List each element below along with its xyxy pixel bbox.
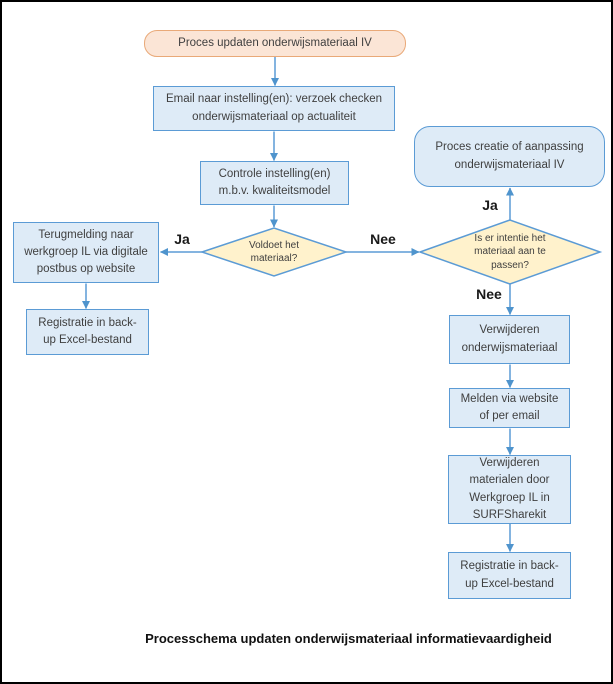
registratie-rechts-node: Registratie in back- up Excel-bestand [448, 552, 571, 599]
decision-diamond-voldoet [199, 227, 349, 277]
email-node: Email naar instelling(en): verzoek check… [153, 86, 395, 131]
ja-left-label: Ja [174, 231, 190, 247]
proces-creatie-node: Proces creatie of aanpassing onderwijsma… [414, 126, 605, 187]
decision-diamond-intentie [417, 219, 603, 285]
nee-middle-label: Nee [370, 231, 396, 247]
nee-right-label: Nee [476, 286, 502, 302]
melden-node: Melden via website of per email [449, 388, 570, 428]
registratie-links-node: Registratie in back- up Excel-bestand [26, 309, 149, 355]
decision-voldoet-label: Voldoet het materiaal? [248, 239, 300, 265]
diagram-title: Processchema updaten onderwijsmateriaal … [145, 631, 552, 646]
decision-intentie-label: Is er intentie het materiaal aan te pass… [474, 232, 546, 271]
verwijderen-node: Verwijderen onderwijsmateriaal [449, 315, 570, 364]
verwijderen-werkgroep-node: Verwijderen materialen door Werkgroep IL… [448, 455, 571, 524]
controle-node: Controle instelling(en) m.b.v. kwaliteit… [200, 161, 349, 205]
start-node: Proces updaten onderwijsmateriaal IV [144, 30, 406, 57]
terugmelding-node: Terugmelding naar werkgroep IL via digit… [13, 222, 159, 283]
ja-right-label: Ja [482, 197, 498, 213]
